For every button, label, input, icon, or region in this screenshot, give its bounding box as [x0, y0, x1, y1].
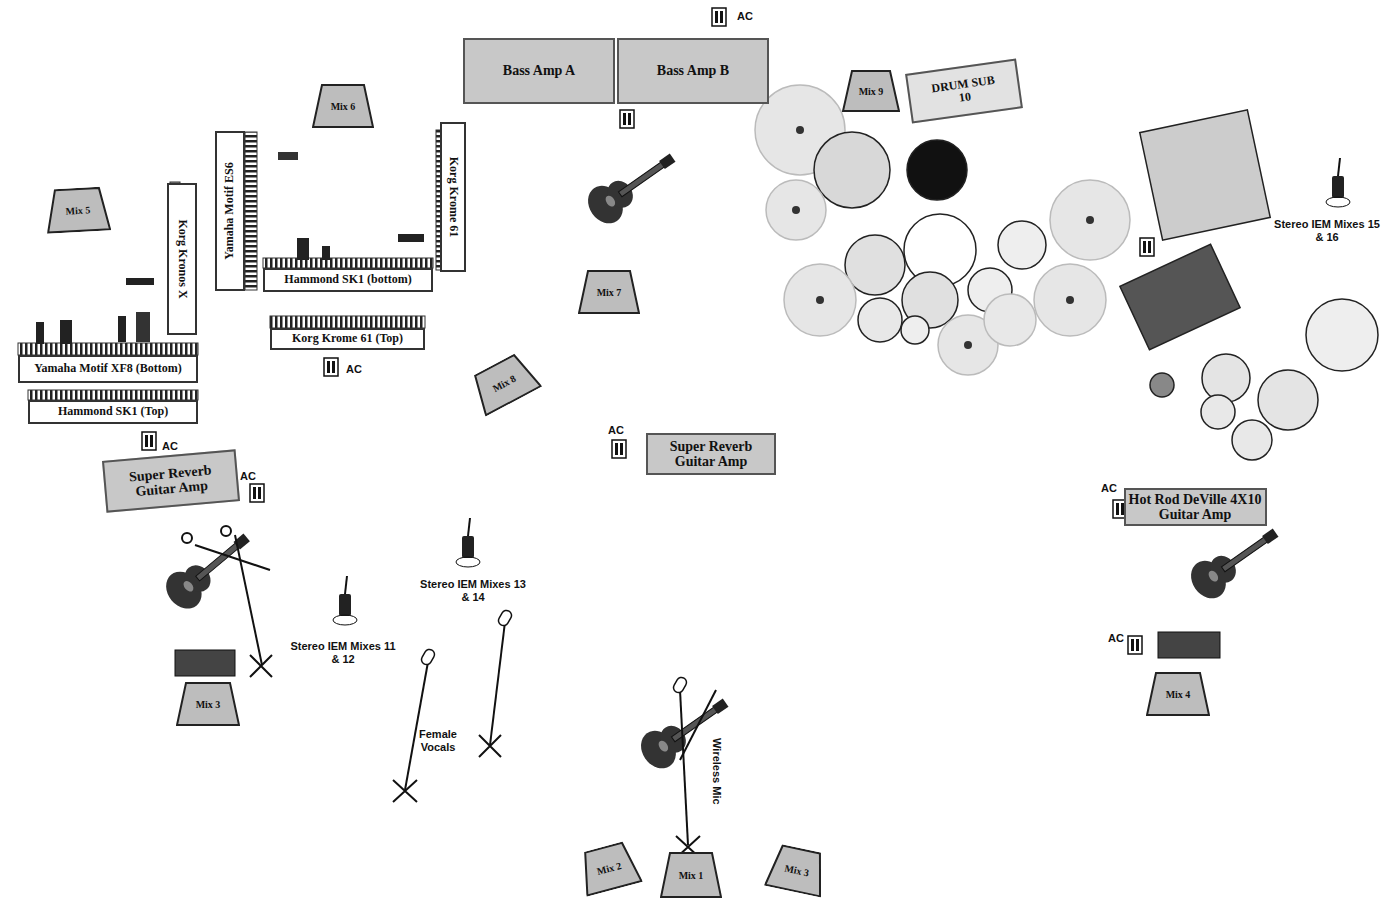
stage-label: Female Vocals [408, 728, 468, 753]
monitor-wedge: Mix 2 [575, 839, 642, 897]
node-text: Korg Kronos X [175, 219, 188, 298]
node-text: Mix 3 [196, 699, 221, 710]
stage-label: Wireless Mic [711, 726, 724, 816]
node-text: Mix 9 [859, 86, 884, 97]
keyboard-box: Korg Kronos X [167, 183, 197, 335]
monitor-wedge: Mix 8 [466, 349, 542, 416]
node-text: Guitar Amp [1159, 507, 1231, 522]
node-text: Korg Krome 61 [446, 157, 459, 237]
wedge-outline [577, 840, 642, 895]
monitor-wedge: Mix 6 [312, 84, 374, 128]
node-text: 10 [958, 90, 972, 105]
monitor-wedge: Mix 4 [1146, 672, 1210, 716]
wedge-outline [765, 844, 829, 897]
keyboard-box: Yamaha Motif ES6 [215, 131, 245, 291]
power-label: AC [158, 440, 182, 453]
power-label: AC [1097, 482, 1121, 495]
node-text: Mix 5 [65, 204, 90, 216]
monitor-wedge: Mix 5 [45, 186, 111, 233]
node-text: Mix 1 [679, 870, 704, 881]
node-text: Hammond SK1 (bottom) [284, 273, 411, 286]
power-label: AC [604, 424, 628, 437]
wedge-outline [46, 187, 110, 232]
node-text: Yamaha Motif ES6 [223, 162, 236, 259]
power-label: AC [236, 470, 260, 483]
node-text: Yamaha Motif XF8 (Bottom) [34, 362, 182, 375]
monitor-wedge: Mix 3 [176, 682, 240, 726]
node-text: Korg Krome 61 (Top) [292, 332, 403, 345]
node-text: Hammond SK1 (Top) [58, 405, 168, 418]
wedge-outline [467, 351, 541, 415]
power-label: AC [1104, 632, 1128, 645]
wedge-outline [579, 271, 639, 313]
keyboard-box: Korg Krome 61 [440, 122, 466, 272]
monitor-wedge: Mix 7 [578, 270, 640, 314]
keyboard-box: Hammond SK1 (Top) [28, 400, 198, 424]
node-text: Bass Amp A [503, 63, 575, 78]
stage-label: Stereo IEM Mixes 11 & 12 [288, 640, 398, 665]
wedge-outline [661, 853, 721, 897]
monitor-wedge: Mix 9 [842, 70, 900, 112]
stage-label: Stereo IEM Mixes 13 & 14 [418, 578, 528, 603]
keyboard-box: Yamaha Motif XF8 (Bottom) [18, 355, 198, 383]
node-text: Bass Amp B [657, 63, 729, 78]
monitor-wedge: Mix 3 [764, 842, 830, 897]
amp-box: Bass Amp B [617, 38, 769, 104]
wedge-outline [843, 71, 899, 111]
node-text: Mix 6 [331, 101, 356, 112]
amp-box: Hot Rod DeVille 4X10Guitar Amp [1124, 488, 1267, 526]
keyboard-box: Korg Krome 61 (Top) [270, 328, 425, 350]
node-text: Hot Rod DeVille 4X10 [1129, 492, 1262, 507]
sub-box: DRUM SUB10 [905, 58, 1023, 123]
node-text: Super Reverb [670, 439, 753, 454]
node-text: Mix 4 [1166, 689, 1191, 700]
power-label: AC [733, 10, 757, 23]
stage-label: Stereo IEM Mixes 15 & 16 [1272, 218, 1382, 243]
node-text: Mix 7 [597, 287, 622, 298]
amp-box: Super ReverbGuitar Amp [646, 433, 776, 475]
keyboard-box: Hammond SK1 (bottom) [263, 268, 433, 292]
power-label: AC [342, 363, 366, 376]
wedge-outline [313, 85, 373, 127]
wedge-outline [1147, 673, 1209, 715]
node-text: Guitar Amp [675, 454, 747, 469]
amp-box: Bass Amp A [463, 38, 615, 104]
wedge-outline [177, 683, 239, 725]
amp-box: Super ReverbGuitar Amp [102, 449, 240, 512]
monitor-wedge: Mix 1 [660, 852, 722, 898]
